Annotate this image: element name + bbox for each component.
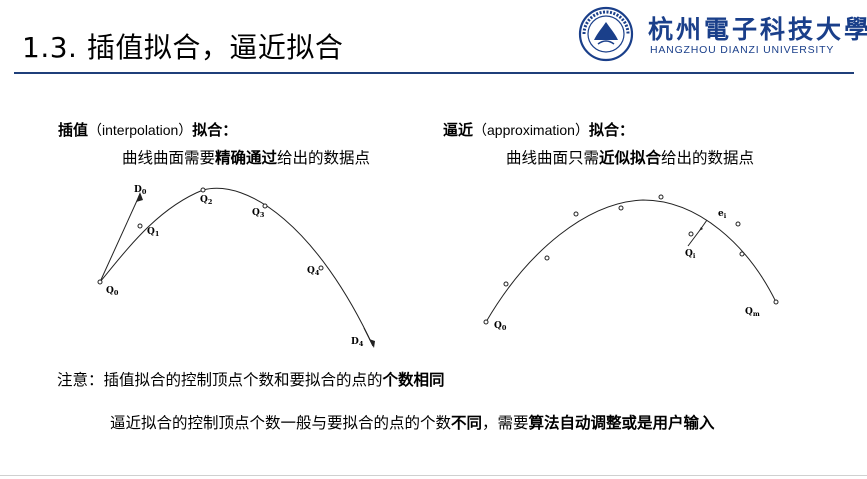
interpolation-heading-en: （interpolation） bbox=[88, 122, 193, 138]
note-line-1: 注意：插值拟合的控制顶点个数和要拟合的点的个数相同 bbox=[57, 368, 445, 390]
point-q1 bbox=[137, 223, 143, 229]
label-d0: D0 bbox=[134, 185, 147, 196]
approximation-heading-cn: 逼近 bbox=[443, 121, 474, 139]
university-name-en: HANGZHOU DIANZI UNIVERSITY bbox=[650, 44, 835, 56]
point-a6 bbox=[735, 221, 741, 227]
tangent-start bbox=[99, 193, 141, 283]
label-q4: Q4 bbox=[307, 266, 320, 277]
note1-text: 插值拟合的控制顶点个数和要拟合的点的 bbox=[103, 371, 383, 389]
point-a1 bbox=[503, 281, 509, 287]
label-d4: D4 bbox=[351, 337, 364, 348]
tangent-start-arrow bbox=[136, 192, 143, 202]
approximation-figure: Q0 Qi Qm ei bbox=[483, 194, 779, 332]
note2-text-a: 逼近拟合的控制顶点个数一般与要拟合的点的个数 bbox=[110, 414, 452, 432]
approximation-heading-suffix: 拟合： bbox=[588, 121, 634, 139]
approximation-heading-en: （approximation） bbox=[473, 122, 589, 138]
approximation-desc-bold: 近似拟合 bbox=[599, 149, 662, 167]
point-q0 bbox=[483, 319, 489, 325]
point-qi bbox=[688, 231, 694, 237]
point-a5 bbox=[658, 194, 664, 200]
note2-bold-b: 算法自动调整或是用户输入 bbox=[528, 414, 715, 432]
interpolation-heading-suffix: 拟合： bbox=[192, 121, 238, 139]
point-q0 bbox=[97, 279, 103, 285]
interpolation-figure: D0 Q0 Q1 Q2 Q3 Q4 D4 bbox=[97, 185, 375, 348]
interpolation-heading: 插值（interpolation）拟合： bbox=[58, 119, 237, 140]
note-line-2: 逼近拟合的控制顶点个数一般与要拟合的点的个数不同，需要算法自动调整或是用户输入 bbox=[110, 411, 715, 433]
point-q2 bbox=[200, 187, 206, 193]
note2-bold-a: 不同 bbox=[451, 414, 483, 432]
point-qm bbox=[773, 299, 779, 305]
interpolation-desc-bold: 精确通过 bbox=[215, 149, 278, 167]
university-seal-icon bbox=[578, 6, 634, 62]
note2-text-b: ，需要 bbox=[482, 414, 529, 432]
point-a2 bbox=[544, 255, 550, 261]
error-line bbox=[687, 229, 701, 247]
point-q3 bbox=[262, 203, 268, 209]
footer-divider bbox=[0, 475, 867, 476]
label-q3: Q3 bbox=[252, 208, 265, 219]
approximation-heading: 逼近（approximation）拟合： bbox=[443, 119, 634, 140]
label-q0: Q0 bbox=[494, 321, 507, 332]
tangent-end-arrow bbox=[369, 339, 375, 348]
approximation-curve bbox=[485, 199, 777, 323]
approximation-desc-tail: 给出的数据点 bbox=[661, 149, 755, 167]
header-divider bbox=[14, 72, 854, 74]
label-qm: Qm bbox=[745, 307, 760, 318]
approximation-description: 曲线曲面只需近似拟合给出的数据点 bbox=[506, 146, 754, 168]
label-q1: Q1 bbox=[147, 227, 159, 238]
point-a4 bbox=[618, 205, 624, 211]
point-a3 bbox=[573, 211, 579, 217]
university-name-cn: 杭州電子科技大學 bbox=[648, 15, 867, 44]
slide-title: 1.3. 插值拟合，逼近拟合 bbox=[22, 31, 344, 64]
note-prefix: 注意： bbox=[57, 371, 104, 389]
interpolation-desc-text: 曲线曲面需要 bbox=[122, 149, 216, 167]
interpolation-description: 曲线曲面需要精确通过给出的数据点 bbox=[122, 146, 370, 168]
approximation-desc-text: 曲线曲面只需 bbox=[506, 149, 600, 167]
point-a7 bbox=[739, 251, 745, 257]
error-arrow bbox=[699, 227, 703, 231]
label-ei: ei bbox=[718, 209, 727, 220]
point-q4 bbox=[318, 265, 324, 271]
label-q2: Q2 bbox=[200, 195, 212, 206]
interpolation-heading-cn: 插值 bbox=[58, 121, 89, 139]
interpolation-curve bbox=[99, 187, 374, 347]
label-qi: Qi bbox=[685, 249, 696, 260]
interpolation-desc-tail: 给出的数据点 bbox=[277, 149, 371, 167]
label-q0: Q0 bbox=[106, 286, 119, 297]
note1-bold: 个数相同 bbox=[382, 371, 445, 389]
university-logo: 杭州電子科技大學 HANGZHOU DIANZI UNIVERSITY bbox=[578, 6, 867, 64]
